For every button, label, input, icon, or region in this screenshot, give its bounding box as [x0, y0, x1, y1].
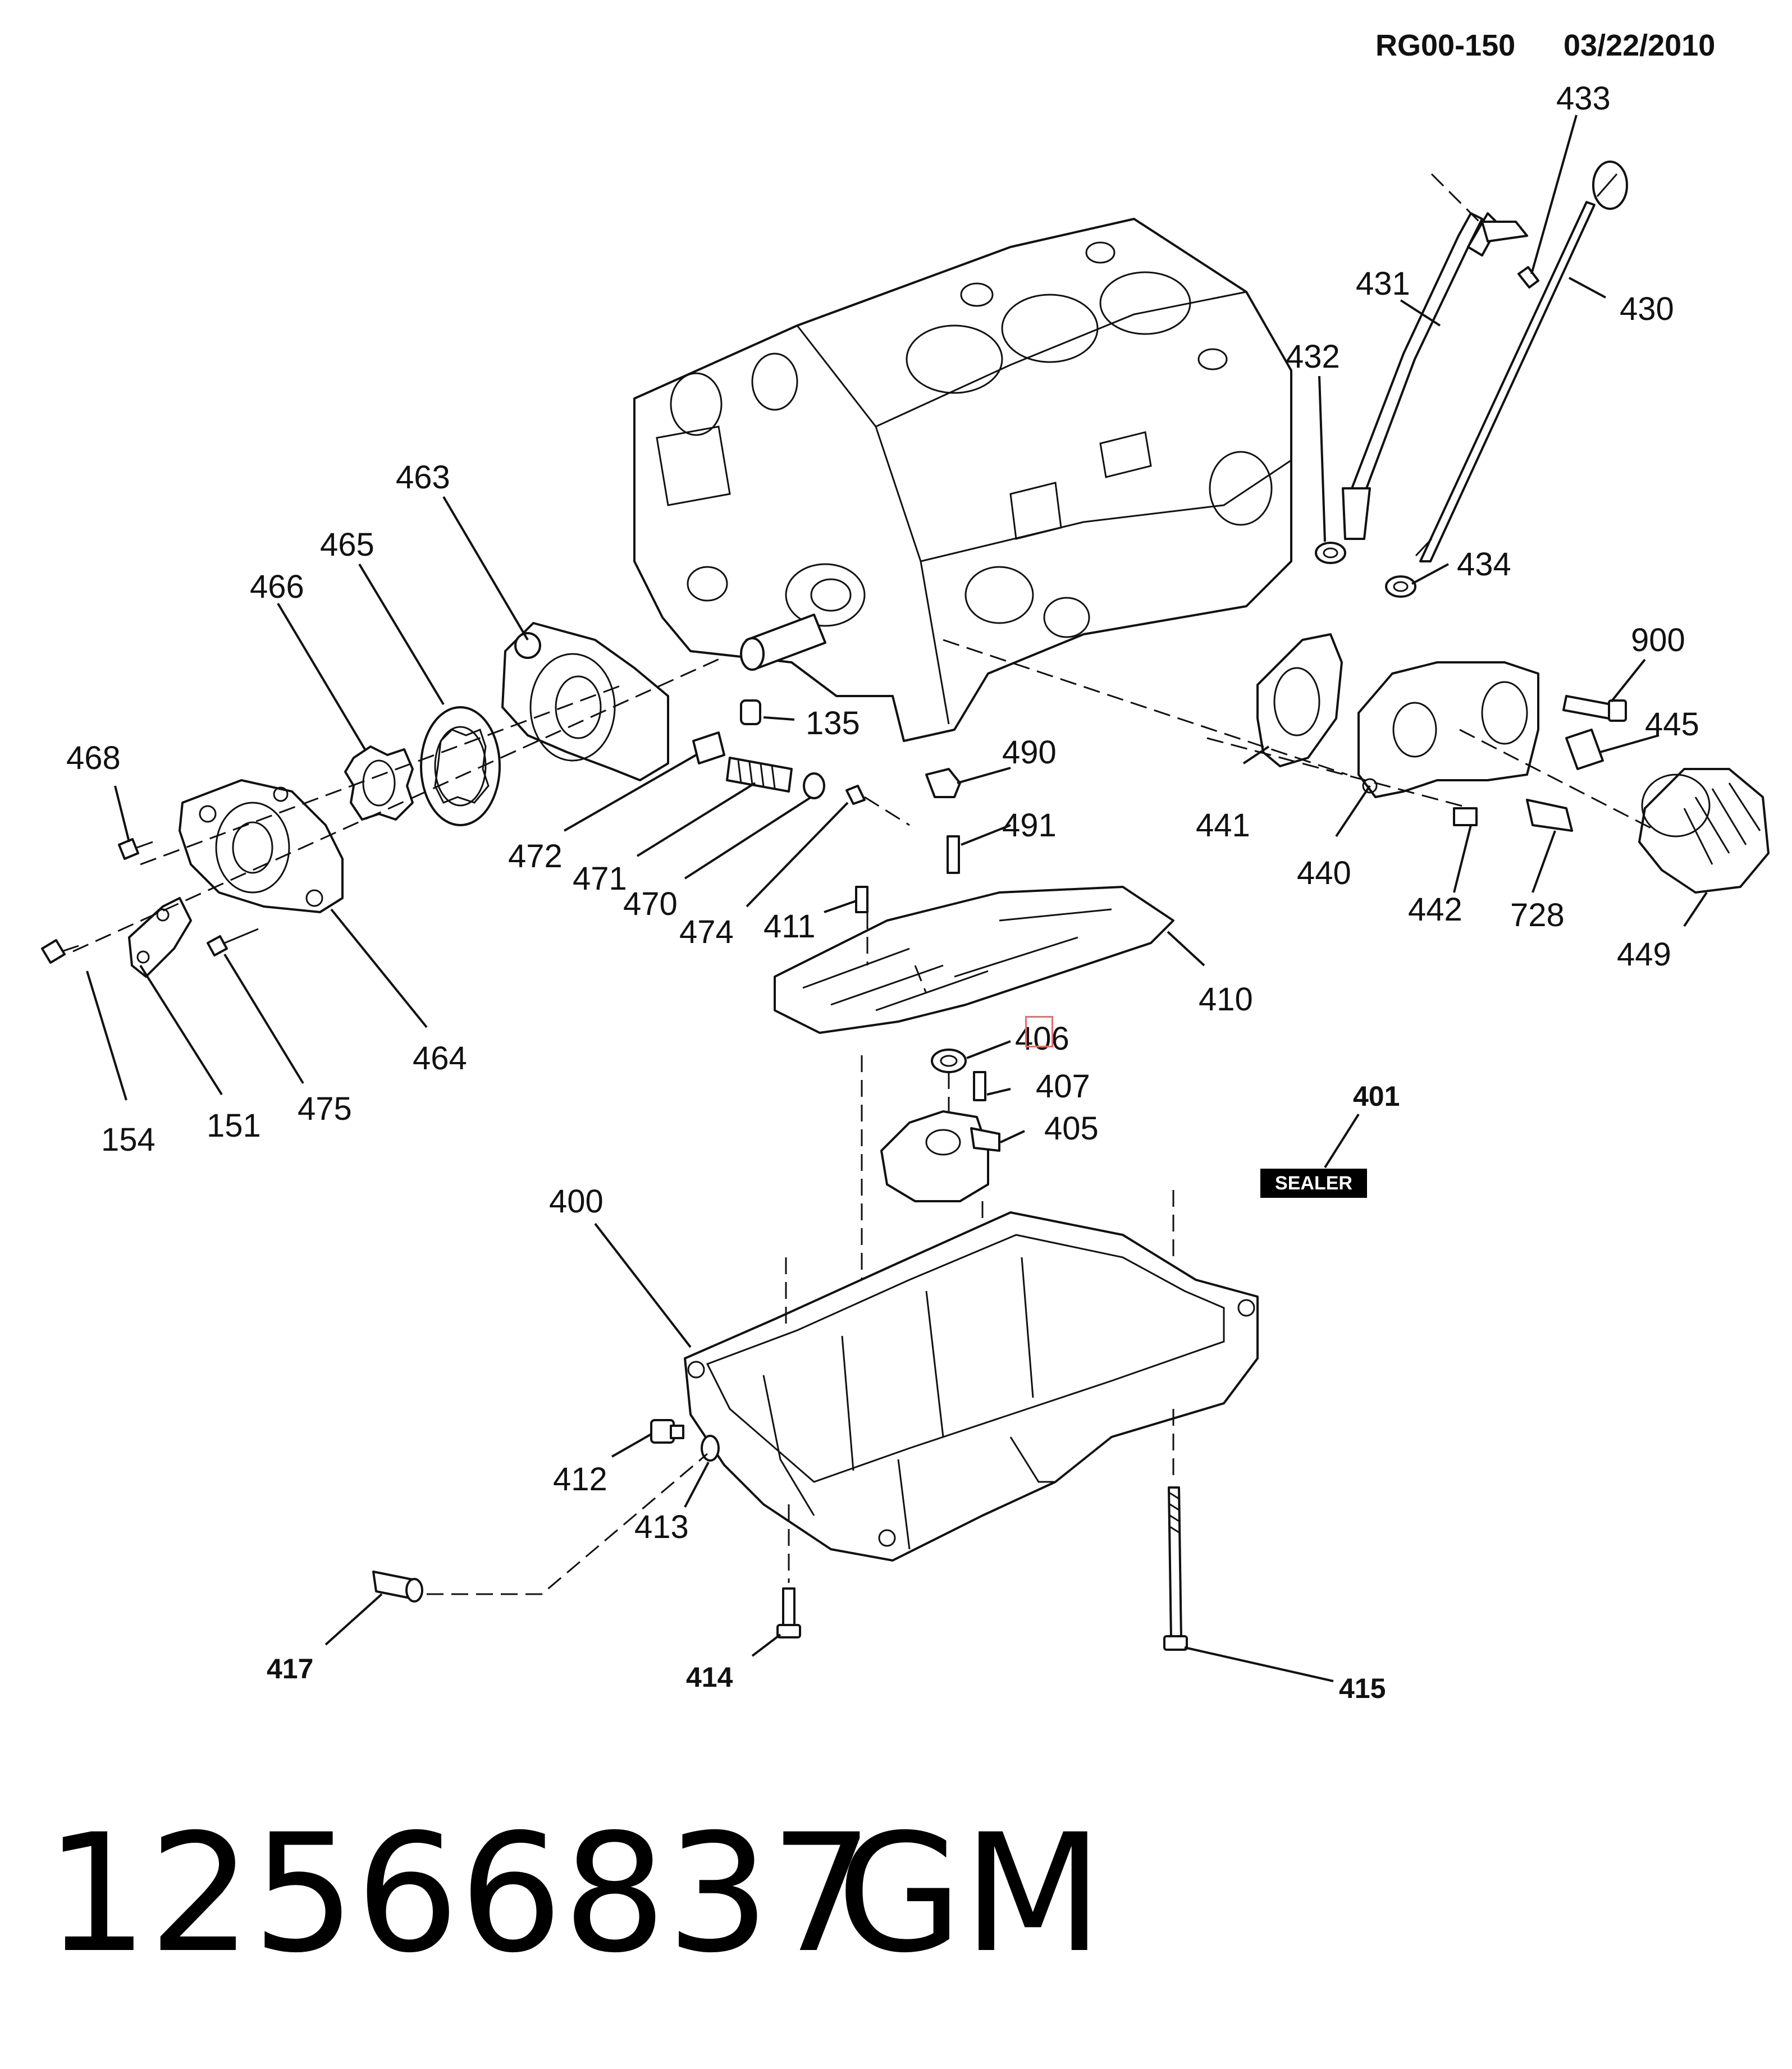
callout-433: 433	[1556, 80, 1611, 117]
callout-labels: 433 431 430 432 434 463 465 466 468 135 …	[66, 80, 1699, 1704]
callout-432: 432	[1286, 338, 1340, 375]
pump-cover-464	[179, 779, 344, 913]
callout-411: 411	[764, 908, 815, 945]
callout-728: 728	[1510, 897, 1565, 933]
callout-417: 417	[267, 1653, 313, 1685]
part-number: 12566837	[45, 1800, 874, 1989]
dipstick	[1415, 161, 1628, 562]
part-407-bolt	[973, 1071, 986, 1101]
part-445-fitting	[1565, 729, 1604, 770]
callout-442: 442	[1408, 891, 1462, 928]
callout-405: 405	[1044, 1110, 1099, 1147]
callout-151: 151	[207, 1107, 261, 1144]
filter-adapter-440	[1357, 661, 1539, 798]
highlight-box	[1025, 1016, 1053, 1047]
pickup-bracket-151	[128, 897, 192, 978]
part-433-bolt	[1517, 266, 1539, 289]
callout-430: 430	[1620, 291, 1674, 327]
brand-name: GM	[836, 1800, 1103, 1989]
reference-code: RG00-150	[1375, 29, 1516, 62]
oil-filter-449	[1638, 768, 1770, 894]
part-470-plug	[803, 772, 825, 799]
callout-401: 401	[1353, 1081, 1400, 1112]
part-406-seal	[931, 1049, 967, 1073]
callout-474: 474	[679, 914, 734, 950]
callout-412: 412	[553, 1461, 607, 1498]
callout-468: 468	[66, 740, 121, 776]
callout-490: 490	[1002, 734, 1057, 771]
part-417-plug	[372, 1571, 423, 1603]
callout-413: 413	[634, 1509, 689, 1545]
callout-445: 445	[1645, 706, 1699, 743]
callout-414: 414	[686, 1661, 733, 1693]
callout-440: 440	[1297, 855, 1351, 891]
adapter-gasket-441	[1256, 633, 1343, 767]
part-491-bolt	[947, 835, 960, 874]
part-474-ring	[845, 785, 866, 805]
callout-470: 470	[623, 886, 678, 922]
part-728-sensor	[1526, 799, 1573, 832]
part-471-spring	[726, 757, 793, 793]
part-414-bolt	[776, 1587, 801, 1638]
callout-449: 449	[1617, 936, 1671, 973]
callout-415: 415	[1339, 1673, 1386, 1704]
oil-pump-body-463	[501, 622, 669, 781]
callout-407: 407	[1036, 1068, 1090, 1105]
callout-441: 441	[1196, 807, 1250, 844]
callout-464: 464	[413, 1040, 467, 1077]
part-472-valve	[692, 731, 725, 765]
outer-rotor-465	[420, 706, 501, 826]
part-475-bolt	[207, 928, 259, 956]
part-432-o-ring	[1315, 542, 1346, 564]
oil-pickup-405	[880, 1110, 1000, 1202]
part-154-bolt	[41, 939, 79, 964]
part-415-long-bolt	[1163, 1486, 1188, 1651]
callout-154: 154	[101, 1122, 156, 1158]
drain-plug-412	[650, 1419, 684, 1444]
part-135-dowel	[740, 699, 761, 725]
callout-900: 900	[1631, 622, 1685, 658]
callout-472: 472	[508, 838, 563, 875]
callout-475: 475	[298, 1091, 352, 1127]
callout-491: 491	[1002, 807, 1057, 844]
callout-406: 406	[1015, 1020, 1069, 1057]
callout-466: 466	[250, 569, 304, 605]
part-442-bolt	[1453, 807, 1478, 826]
callout-434: 434	[1457, 546, 1511, 583]
part-411-bolt	[855, 886, 868, 913]
callout-400: 400	[549, 1183, 604, 1220]
oil-baffle-410	[774, 886, 1174, 1034]
leader-lines	[86, 115, 1708, 1682]
part-468-bolt	[118, 838, 153, 860]
callout-431: 431	[1356, 266, 1410, 302]
part-434-o-ring	[1385, 575, 1416, 598]
diagram-date: 03/22/2010	[1564, 29, 1716, 62]
engine-block	[633, 218, 1292, 742]
callout-465: 465	[320, 527, 374, 563]
sealer-tag: SEALER	[1260, 1169, 1367, 1198]
callout-410: 410	[1199, 981, 1253, 1018]
callout-463: 463	[396, 459, 450, 496]
part-900-bolt	[1562, 695, 1612, 720]
part-490-clip	[925, 768, 961, 798]
inner-rotor-466	[344, 745, 414, 821]
dipstick-tube	[1342, 212, 1528, 540]
oil-pan-400	[684, 1211, 1259, 1562]
callout-135: 135	[806, 705, 860, 741]
callout-471: 471	[573, 860, 627, 897]
